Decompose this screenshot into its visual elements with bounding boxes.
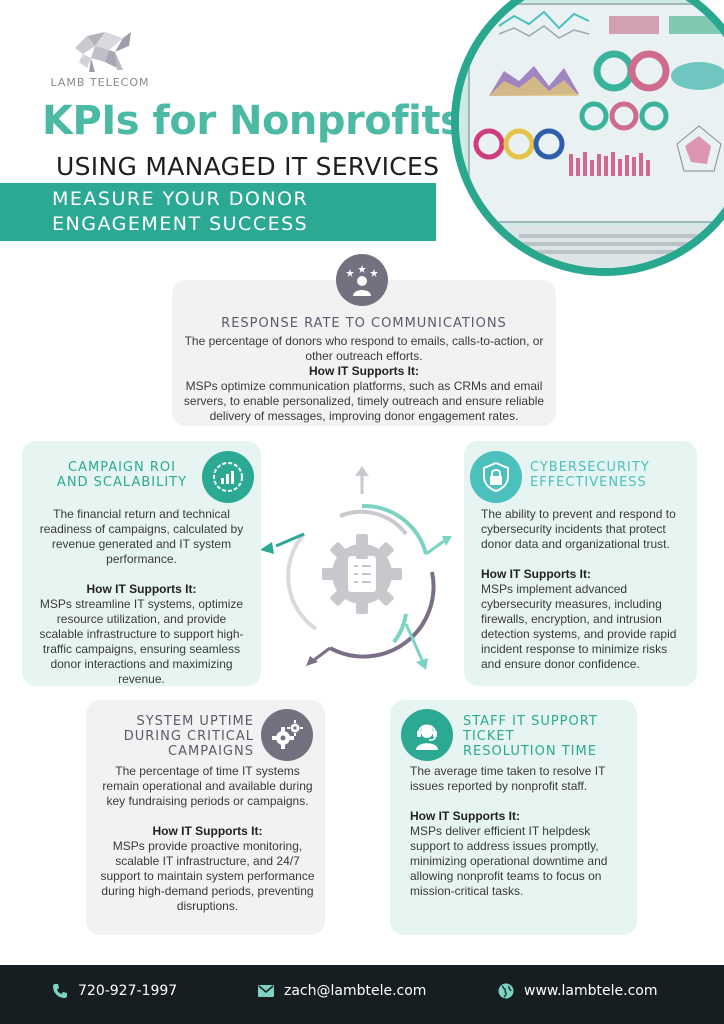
support-heading: How IT Supports It: [86,582,197,596]
card-description: The average time taken to resolve IT iss… [410,764,606,793]
gear-checklist-icon [322,534,402,614]
chart-icon [202,451,254,503]
phone-icon [53,984,67,998]
tagline-line-1: MEASURE YOUR DONOR [52,188,309,210]
card-description: The percentage of donors who respond to … [184,334,544,363]
card-title-line: SYSTEM UPTIME [136,714,254,729]
footer-website[interactable]: www.lambtele.com [498,983,657,999]
page-subtitle: USING MANAGED IT SERVICES [56,152,440,181]
support-text: MSPs optimize communication platforms, s… [183,379,545,423]
card-title: RESPONSE RATE TO COMMUNICATIONS [221,316,507,331]
phone-number: 720-927-1997 [78,983,178,999]
support-text: MSPs provide proactive monitoring, scala… [100,839,315,913]
users-rating-icon [336,254,388,306]
footer: 720-927-1997 zach@lambtele.com www.lambt… [0,965,724,1024]
lock-shield-icon [470,451,522,503]
dashboard-laptop-image [451,0,724,276]
footer-phone[interactable]: 720-927-1997 [52,983,177,999]
website-url: www.lambtele.com [524,983,658,999]
gears-icon [261,709,313,761]
card-description: The percentage of time IT systems remain… [102,764,313,808]
support-heading: How IT Supports It: [481,567,591,581]
card-description: The financial return and technical readi… [39,507,244,566]
card-title-line: STAFF IT SUPPORT [463,714,598,729]
support-text: MSPs deliver efficient IT helpdesk suppo… [410,824,608,898]
headset-support-icon [401,709,453,761]
card-title-line: AND SCALABILITY [56,475,188,490]
card-title: STAFF IT SUPPORT TICKET RESOLUTION TIME [463,714,633,759]
page-title: KPIs for Nonprofits [42,98,464,144]
dashboard-illustration [459,0,724,268]
card-response-rate: RESPONSE RATE TO COMMUNICATIONS The perc… [172,280,556,426]
tagline-band [0,183,436,241]
company-logo: LAMB TELECOM [38,28,162,89]
logo-text: LAMB TELECOM [50,76,150,89]
support-text: MSPs streamline IT systems, optimize res… [39,597,244,686]
support-heading: How IT Supports It: [152,824,263,838]
globe-icon [498,983,514,999]
card-title-line: TICKET [463,729,515,744]
card-description: The ability to prevent and respond to cy… [481,507,676,551]
lamb-logo-icon [75,32,131,72]
email-address: zach@lambtele.com [284,983,427,999]
card-title: CAMPAIGN ROI AND SCALABILITY [42,460,202,490]
tagline: MEASURE YOUR DONOR ENGAGEMENT SUCCESS [52,187,308,237]
card-title-line: CYBERSECURITY [530,460,650,475]
card-title-line: CAMPAIGN ROI [68,460,176,475]
support-heading: How IT Supports It: [410,809,520,823]
support-text: MSPs implement advanced cybersecurity me… [481,582,677,671]
tagline-line-2: ENGAGEMENT SUCCESS [52,213,309,235]
support-heading: How IT Supports It: [309,364,419,378]
footer-email[interactable]: zach@lambtele.com [258,983,426,999]
card-staff-it-support: STAFF IT SUPPORT TICKET RESOLUTION TIME … [390,700,637,935]
email-icon [258,985,274,997]
kpi-cycle-graphic [260,466,452,670]
card-title: SYSTEM UPTIME DURING CRITICAL CAMPAIGNS [94,714,254,759]
card-title-line: DURING CRITICAL [123,729,254,744]
card-title-line: CAMPAIGNS [168,744,254,759]
card-title-line: RESOLUTION TIME [463,744,597,759]
card-title: CYBERSECURITY EFFECTIVENESS [530,460,690,490]
card-title-line: EFFECTIVENESS [530,475,647,490]
